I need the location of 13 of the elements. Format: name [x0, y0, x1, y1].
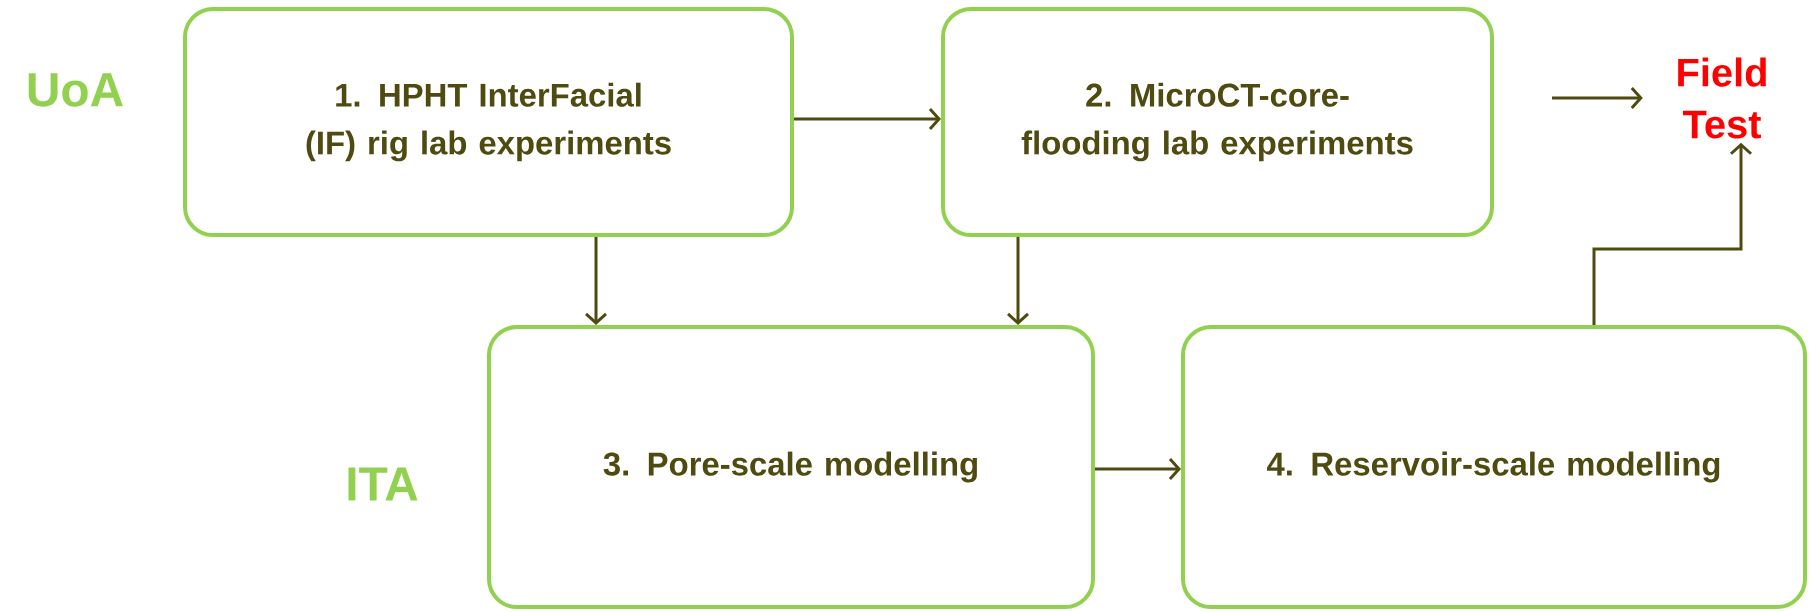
arrow [794, 108, 941, 130]
arrow [1007, 237, 1029, 325]
process-box: 4. Reservoir-scale modelling [1181, 325, 1807, 609]
arrow [1592, 142, 1752, 325]
group-label: ITA [348, 467, 418, 501]
process-box: 2. MicroCT-core-flooding lab experiments [941, 7, 1494, 237]
arrow [1095, 458, 1181, 480]
process-box: 1. HPHT InterFacial (IF) rig lab experiments [183, 7, 794, 237]
group-label: UoA [28, 73, 123, 107]
arrow [585, 237, 607, 325]
goal-text: Field Test [1678, 57, 1766, 139]
process-box: 3. Pore-scale modelling [487, 325, 1095, 609]
arrow [1552, 87, 1643, 109]
